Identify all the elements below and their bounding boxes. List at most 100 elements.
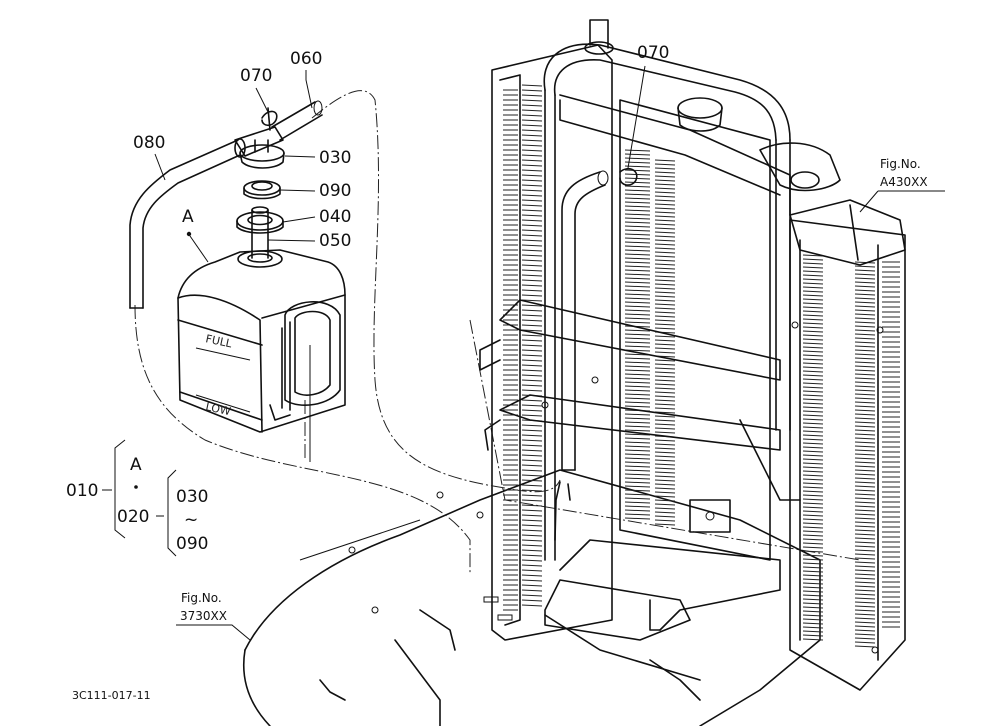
fin-line [802, 386, 824, 389]
fin-line [624, 281, 651, 284]
fin-line [521, 174, 543, 177]
legend-range-start: 030 [176, 487, 208, 507]
fin-line [624, 385, 651, 388]
fin-line [802, 302, 824, 305]
fin-line [854, 349, 876, 352]
fin-line [654, 363, 676, 366]
fin-line [654, 495, 676, 498]
fin-line [854, 597, 876, 600]
fin-line [854, 269, 876, 272]
fin-line [802, 478, 824, 481]
low-mark: LOW [204, 400, 232, 418]
fin-line [802, 350, 824, 353]
fin-line [624, 377, 651, 380]
point-a-dot [186, 231, 192, 237]
frame-fig-code: 3730XX [180, 609, 227, 623]
fin-line [854, 541, 876, 544]
fin-line [654, 475, 676, 478]
radiator-fins-left [503, 84, 543, 611]
fin-line [802, 426, 824, 429]
fin-line [624, 177, 651, 180]
fin-line [654, 191, 676, 194]
fin-line [854, 397, 876, 400]
fin-line [854, 417, 876, 420]
fin-line [624, 453, 651, 456]
fin-line [854, 369, 876, 372]
fin-line [802, 542, 824, 545]
fin-line [654, 463, 676, 466]
fin-line [802, 578, 824, 581]
fin-line [654, 491, 676, 494]
fin-line [854, 309, 876, 312]
fin-line [802, 506, 824, 509]
fin-line [521, 584, 543, 587]
fin-line [854, 377, 876, 380]
fin-line [624, 449, 651, 452]
fin-line [521, 449, 543, 452]
fin-line [854, 493, 876, 496]
fin-line [624, 365, 651, 368]
fin-line [521, 159, 543, 162]
fin-line [854, 593, 876, 596]
fin-line [521, 479, 543, 482]
fin-line [854, 381, 876, 384]
fin-line [521, 604, 543, 607]
fin-line [802, 526, 824, 529]
radiator-fig-label: Fig.No. [880, 157, 921, 171]
fin-line [521, 144, 543, 147]
fin-line [624, 213, 651, 216]
fin-line [654, 251, 676, 254]
fin-line [802, 418, 824, 421]
fin-line [854, 545, 876, 548]
fin-line [854, 477, 876, 480]
fin-line [624, 437, 651, 440]
fin-line [521, 389, 543, 392]
callout-060: 060 [290, 49, 322, 69]
fin-line [654, 499, 676, 502]
fin-line [802, 626, 824, 629]
fin-line [521, 339, 543, 342]
fin-line [802, 622, 824, 625]
fin-line [521, 374, 543, 377]
fin-line [624, 245, 651, 248]
fin-line [802, 474, 824, 477]
fin-line [802, 530, 824, 533]
fin-line [624, 277, 651, 280]
fin-line [521, 229, 543, 232]
fin-line [654, 507, 676, 510]
fin-line [654, 203, 676, 206]
fin-line [654, 375, 676, 378]
fin-line [654, 467, 676, 470]
fin-line [802, 310, 824, 313]
fin-line [654, 503, 676, 506]
fin-line [624, 345, 651, 348]
fin-line [624, 233, 651, 236]
fin-line [624, 189, 651, 192]
fin-line [521, 464, 543, 467]
fin-line [654, 291, 676, 294]
fin-line [624, 457, 651, 460]
fin-line [854, 305, 876, 308]
overflow-hose-080 [129, 139, 241, 309]
fin-line [624, 373, 651, 376]
fin-line [521, 184, 543, 187]
fin-line [521, 139, 543, 142]
fin-line [802, 546, 824, 549]
fin-line [521, 509, 543, 512]
fin-line [624, 465, 651, 468]
gasket-090 [243, 180, 281, 200]
fin-line [854, 473, 876, 476]
fin-line [802, 274, 824, 277]
fin-line [624, 293, 651, 296]
fin-line [802, 358, 824, 361]
fin-line [654, 427, 676, 430]
fin-line [521, 164, 543, 167]
fin-line [654, 347, 676, 350]
fin-line [802, 374, 824, 377]
fin-line [802, 422, 824, 425]
fin-line [624, 357, 651, 360]
fin-line [854, 641, 876, 644]
fin-line [854, 589, 876, 592]
fin-line [624, 185, 651, 188]
fin-line [624, 413, 651, 416]
